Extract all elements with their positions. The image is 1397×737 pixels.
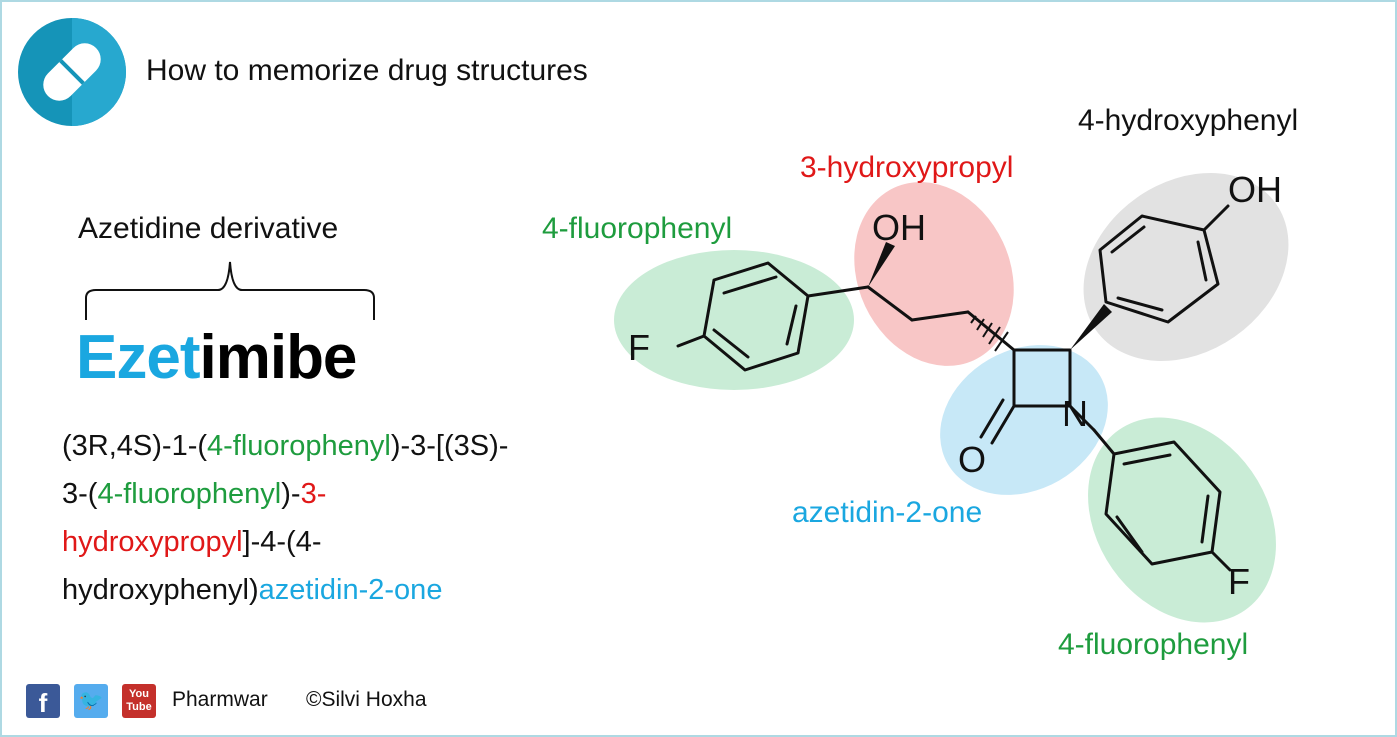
atom-f-bottom: F bbox=[1228, 561, 1250, 602]
label-azetidinone: azetidin-2-one bbox=[792, 496, 982, 529]
drug-name-stem: Ezet bbox=[76, 323, 200, 392]
iupac-line: hydroxypropyl]-4-(4- bbox=[62, 518, 622, 566]
iupac-segment: ]-4-(4- bbox=[242, 526, 322, 558]
azetidinone-highlight bbox=[940, 345, 1108, 495]
twitter-icon[interactable]: 🐦 bbox=[74, 684, 108, 718]
ezetimibe-structure: 4-fluorophenyl 3-hydroxypropyl 4-hydroxy… bbox=[542, 104, 1298, 661]
page-title: How to memorize drug structures bbox=[146, 54, 588, 87]
pill-icon bbox=[18, 18, 126, 126]
fluorophenyl-top-highlight bbox=[614, 250, 854, 390]
iupac-segment: (3R,4S)-1-( bbox=[62, 430, 208, 462]
site-name: Pharmwar bbox=[172, 688, 268, 711]
iupac-segment: )- bbox=[281, 478, 301, 510]
hydroxyphenyl-highlight bbox=[1083, 173, 1289, 361]
iupac-segment: azetidin-2-one bbox=[258, 574, 443, 606]
label-hydroxyphenyl: 4-hydroxyphenyl bbox=[1078, 104, 1298, 137]
iupac-segment: 4-fluorophenyl bbox=[97, 478, 282, 510]
iupac-line: (3R,4S)-1-(4-fluorophenyl)-3-[(3S)- bbox=[62, 422, 622, 470]
fluorophenyl-bottom-highlight bbox=[1088, 417, 1276, 623]
drug-name: Ezetimibe bbox=[76, 322, 357, 393]
atom-oh-top: OH bbox=[872, 207, 926, 248]
facebook-icon[interactable]: f bbox=[26, 684, 60, 718]
copyright-text: ©Silvi Hoxha bbox=[306, 688, 427, 711]
iupac-segment: 3-( bbox=[62, 478, 98, 510]
drug-name-rest: imibe bbox=[199, 323, 357, 392]
label-fluorophenyl-top: 4-fluorophenyl bbox=[542, 212, 732, 245]
atom-f-left: F bbox=[628, 327, 650, 368]
drug-family-label: Azetidine derivative bbox=[78, 212, 339, 245]
iupac-segment: hydroxyphenyl) bbox=[62, 574, 259, 606]
iupac-name: (3R,4S)-1-(4-fluorophenyl)-3-[(3S)-3-(4-… bbox=[62, 422, 622, 614]
iupac-segment: hydroxypropyl bbox=[62, 526, 243, 558]
iupac-line: 3-(4-fluorophenyl)-3- bbox=[62, 470, 622, 518]
label-hydroxypropyl: 3-hydroxypropyl bbox=[800, 151, 1013, 184]
iupac-line: hydroxyphenyl)azetidin-2-one bbox=[62, 566, 622, 614]
atom-n: N bbox=[1062, 393, 1088, 434]
curly-brace-icon bbox=[85, 261, 375, 320]
atom-o: O bbox=[958, 439, 986, 480]
iupac-segment: 3- bbox=[300, 478, 327, 510]
atom-oh-side: OH bbox=[1228, 169, 1282, 210]
label-fluorophenyl-bottom: 4-fluorophenyl bbox=[1058, 628, 1248, 661]
iupac-segment: 4-fluorophenyl bbox=[207, 430, 391, 462]
iupac-segment: )-3-[(3S)- bbox=[390, 430, 509, 462]
